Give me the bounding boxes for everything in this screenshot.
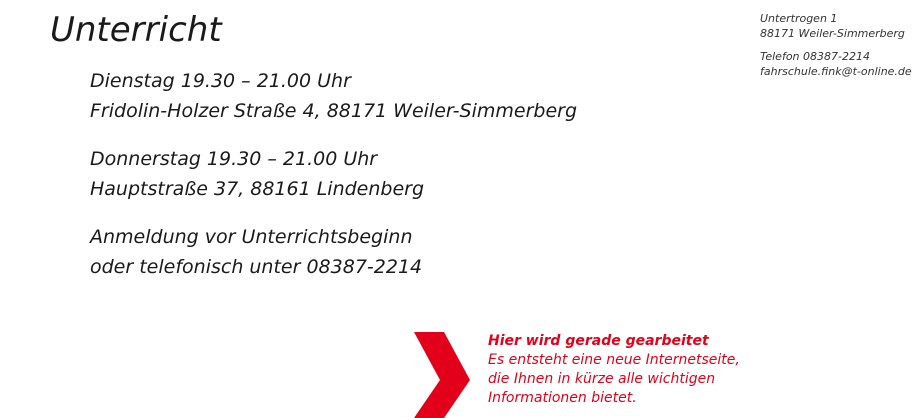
contact-phone[interactable]: Telefon 08387-2214	[760, 50, 870, 63]
contact-reach: Telefon 08387-2214 fahrschule.fink@t-onl…	[760, 49, 920, 79]
contact-info: Untertrogen 1 88171 Weiler-Simmerberg Te…	[760, 11, 920, 87]
registration-note: Anmeldung vor Unterrichtsbeginn oder tel…	[90, 222, 690, 282]
contact-address: Untertrogen 1 88171 Weiler-Simmerberg	[760, 11, 920, 41]
chevron-shape	[414, 332, 470, 418]
registration-line: Anmeldung vor Unterrichtsbeginn	[90, 226, 413, 248]
schedule-time: Dienstag 19.30 – 21.00 Uhr	[90, 70, 351, 92]
notice-line: Informationen bietet.	[488, 390, 637, 406]
schedule-address: Fridolin-Holzer Straße 4, 88171 Weiler-S…	[90, 100, 578, 122]
notice-heading: Hier wird gerade gearbeitet	[488, 333, 709, 349]
schedule-list: Dienstag 19.30 – 21.00 Uhr Fridolin-Holz…	[90, 66, 690, 300]
contact-street: Untertrogen 1	[760, 12, 838, 25]
chevron-right-icon	[414, 332, 470, 418]
schedule-address: Hauptstraße 37, 88161 Lindenberg	[90, 178, 425, 200]
schedule-item-tuesday: Dienstag 19.30 – 21.00 Uhr Fridolin-Holz…	[90, 66, 690, 126]
contact-email-link[interactable]: fahrschule.fink@t-online.de	[760, 65, 912, 78]
notice-text: Hier wird gerade gearbeitet Es entsteht …	[488, 332, 740, 408]
page-title: Unterricht	[50, 10, 222, 50]
notice-line: die Ihnen in kürze alle wichtigen	[488, 371, 716, 387]
contact-city: 88171 Weiler-Simmerberg	[760, 27, 905, 40]
notice-line: Es entsteht eine neue Internetseite,	[488, 352, 740, 368]
construction-notice: Hier wird gerade gearbeitet Es entsteht …	[414, 332, 774, 418]
schedule-item-thursday: Donnerstag 19.30 – 21.00 Uhr Hauptstraße…	[90, 144, 690, 204]
schedule-time: Donnerstag 19.30 – 21.00 Uhr	[90, 148, 378, 170]
registration-phone-line: oder telefonisch unter 08387-2214	[90, 256, 423, 278]
